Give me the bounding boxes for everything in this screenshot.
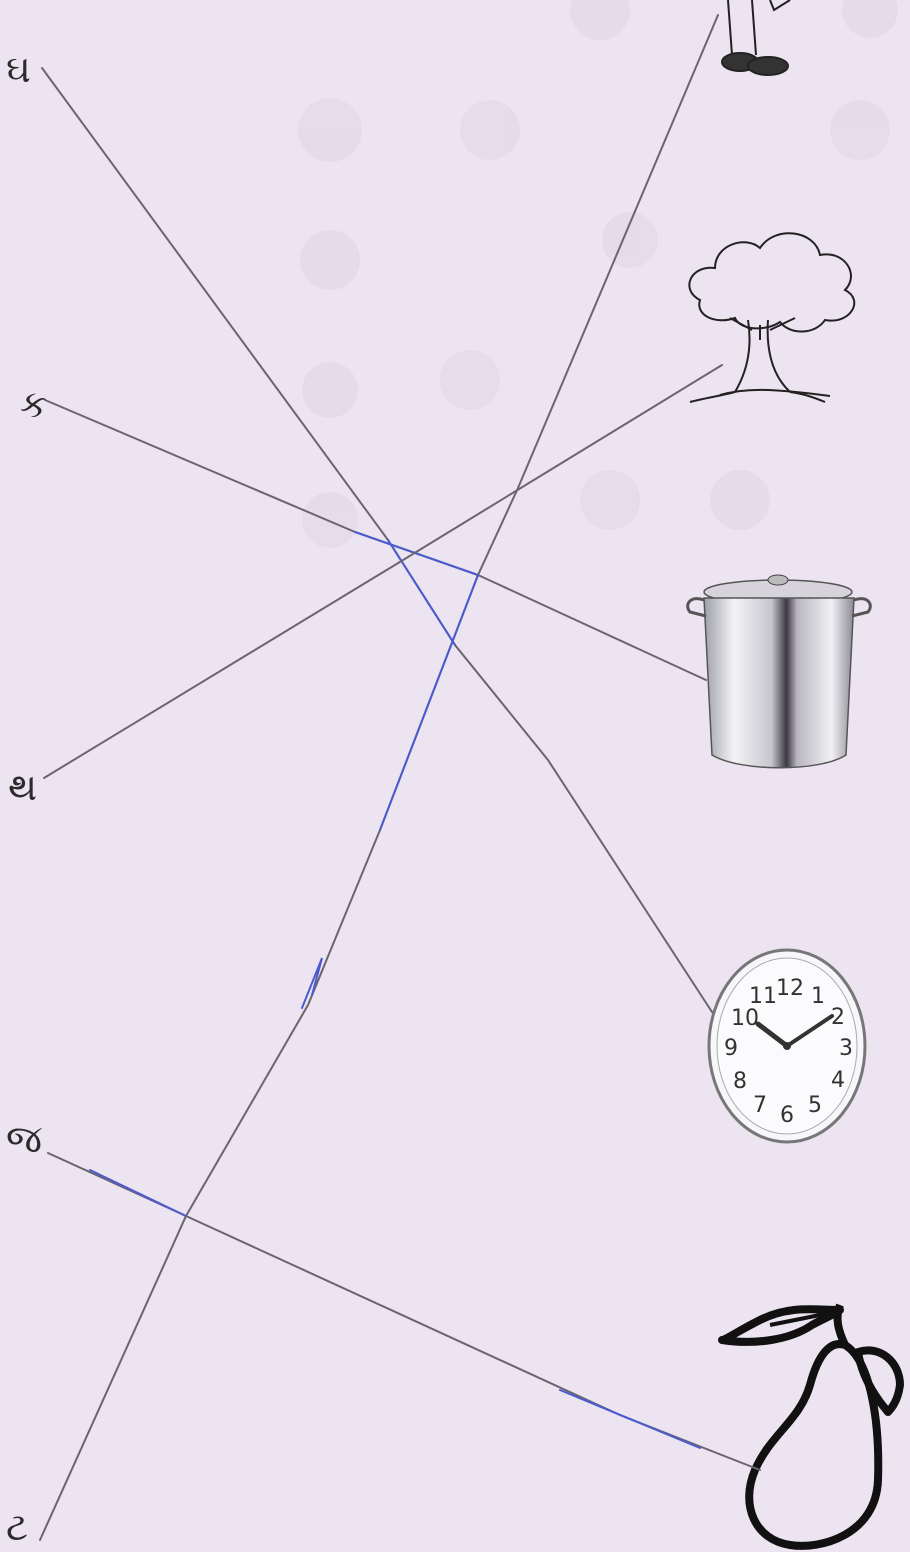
- clock-number: 5: [808, 1093, 822, 1118]
- letter-tha: થ: [8, 768, 37, 806]
- clock-number: 11: [749, 984, 777, 1009]
- clock-number: 8: [733, 1069, 747, 1094]
- background-texture: [298, 0, 898, 548]
- clock-number: 6: [780, 1103, 794, 1128]
- match-line-tha-tree: [44, 365, 722, 778]
- pear-picture: [722, 1305, 900, 1546]
- person-feet-picture: [722, 0, 790, 75]
- clock-number: 12: [776, 976, 804, 1001]
- clock-number: 10: [731, 1006, 759, 1031]
- clock-number: 1: [811, 984, 825, 1009]
- clock-number: 3: [839, 1036, 853, 1061]
- letter-ja: જ: [6, 1120, 42, 1158]
- clock-picture: 12 1 2 3 4 5 6 7 8 9 10 11: [709, 950, 865, 1142]
- letter-ta: ટ: [6, 1508, 28, 1546]
- pot-picture: [688, 575, 871, 768]
- letter-gha: ઘ: [6, 50, 31, 88]
- tree-picture: [689, 233, 854, 402]
- clock-number: 7: [753, 1093, 767, 1118]
- clock-number: 4: [831, 1068, 845, 1093]
- letter-ka: ક: [20, 385, 47, 423]
- clock-number: 9: [724, 1036, 738, 1061]
